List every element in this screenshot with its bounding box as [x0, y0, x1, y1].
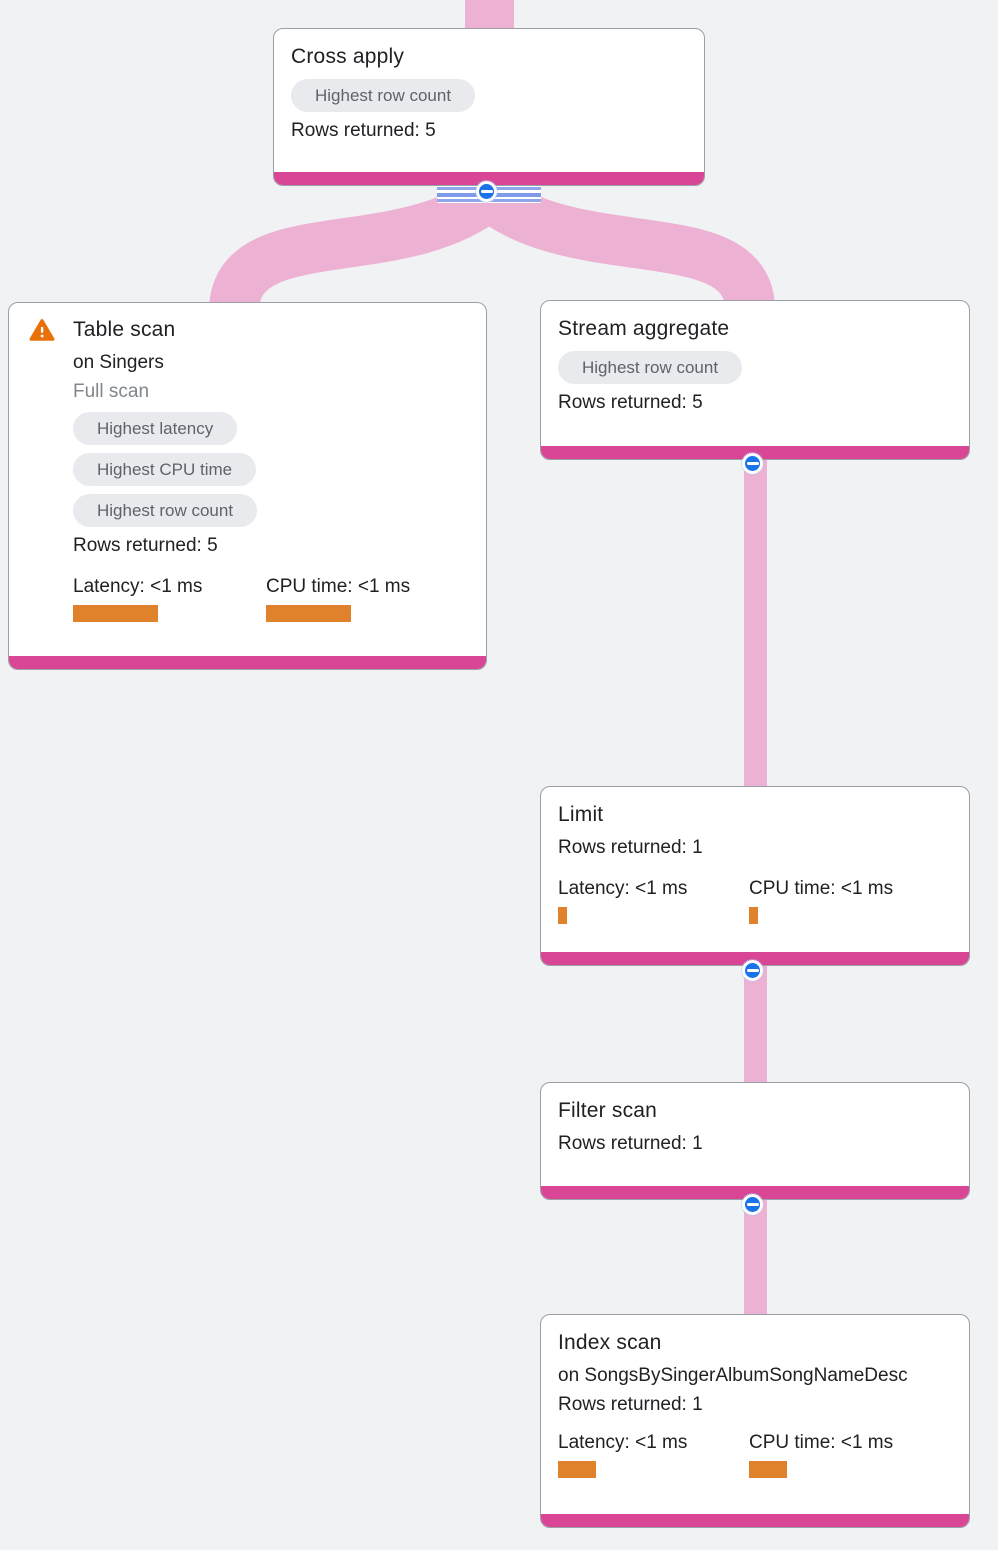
latency-label: Latency: <1 ms — [558, 1432, 688, 1453]
node-title: Cross apply — [291, 45, 405, 68]
collapse-button-limit[interactable] — [741, 959, 764, 982]
collapse-button-stream-aggregate[interactable] — [741, 452, 764, 475]
scan-target: on Singers — [73, 352, 164, 373]
badge-highest-row-count: Highest row count — [73, 494, 258, 527]
node-footer-bar — [541, 1186, 969, 1199]
rows-returned: Rows returned: 5 — [73, 535, 218, 556]
node-title: Limit — [558, 803, 604, 826]
node-footer-bar — [541, 446, 969, 459]
cpu-time-bar — [749, 1461, 787, 1478]
latency-bar — [558, 907, 567, 924]
minus-icon — [746, 968, 759, 973]
warning-icon — [29, 318, 55, 348]
rows-returned: Rows returned: 1 — [558, 1394, 703, 1415]
scan-target: on SongsBySingerAlbumSongNameDesc — [558, 1365, 908, 1386]
latency-label: Latency: <1 ms — [73, 576, 203, 597]
minus-icon — [746, 1202, 759, 1207]
cpu-time-label: CPU time: <1 ms — [266, 576, 411, 597]
edge-cross-apply-to-stream-aggregate — [473, 175, 775, 313]
rows-returned: Rows returned: 5 — [558, 392, 703, 413]
node-index-scan[interactable]: Index scan on SongsBySingerAlbumSongName… — [540, 1314, 970, 1528]
latency-bar — [73, 605, 158, 622]
rows-returned: Rows returned: 1 — [558, 837, 703, 858]
rows-returned: Rows returned: 5 — [291, 120, 436, 141]
latency-bar — [558, 1461, 596, 1478]
badge-highest-row-count: Highest row count — [291, 79, 476, 112]
node-stream-aggregate[interactable]: Stream aggregate Highest row count Rows … — [540, 300, 970, 460]
edge-filter-scan-to-index-scan — [744, 1198, 767, 1323]
node-title: Table scan — [73, 318, 176, 341]
badge-highest-latency: Highest latency — [73, 412, 238, 445]
edge-stream-aggregate-to-limit — [744, 455, 767, 795]
node-limit[interactable]: Limit Rows returned: 1 Latency: <1 ms CP… — [540, 786, 970, 966]
cpu-time-bar — [266, 605, 351, 622]
scan-type: Full scan — [73, 381, 150, 402]
node-footer-bar — [9, 656, 486, 669]
latency-label: Latency: <1 ms — [558, 878, 688, 899]
cpu-time-label: CPU time: <1 ms — [749, 1432, 894, 1453]
badge-highest-cpu-time: Highest CPU time — [73, 453, 257, 486]
node-filter-scan[interactable]: Filter scan Rows returned: 1 — [540, 1082, 970, 1200]
minus-icon — [480, 189, 493, 194]
edge-cross-apply-to-table-scan — [209, 175, 505, 313]
edge-limit-to-filter-scan — [744, 965, 767, 1090]
badge-highest-row-count: Highest row count — [558, 351, 743, 384]
cpu-time-label: CPU time: <1 ms — [749, 878, 894, 899]
rows-returned: Rows returned: 1 — [558, 1133, 703, 1154]
node-title: Filter scan — [558, 1099, 658, 1122]
node-footer-bar — [541, 1514, 969, 1527]
collapse-button-cross-apply[interactable] — [475, 180, 498, 203]
cpu-time-bar — [749, 907, 758, 924]
minus-icon — [746, 461, 759, 466]
node-footer-bar — [274, 172, 704, 185]
collapse-button-filter-scan[interactable] — [741, 1193, 764, 1216]
node-title: Index scan — [558, 1331, 662, 1354]
node-footer-bar — [541, 952, 969, 965]
node-cross-apply[interactable]: Cross apply Highest row count Rows retur… — [273, 28, 705, 186]
node-title: Stream aggregate — [558, 317, 730, 340]
node-table-scan[interactable]: Table scan on Singers Full scan Highest … — [8, 302, 487, 670]
